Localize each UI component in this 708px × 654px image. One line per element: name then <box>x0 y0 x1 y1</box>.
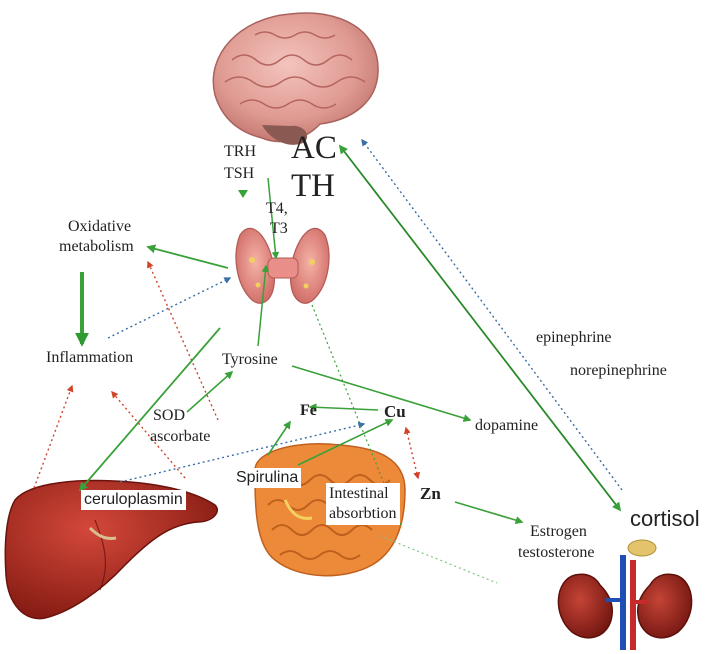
arrow-head-trh <box>238 190 248 198</box>
arrow-cu-zn <box>403 426 421 480</box>
label-acth-line2: TH <box>291 168 335 204</box>
label-spirulina: Spirulina <box>233 468 302 488</box>
label-norepinephrine: norepinephrine <box>570 362 667 379</box>
label-fe: Fe <box>300 402 317 419</box>
label-ceruloplasmin: ceruloplasmin <box>81 490 186 510</box>
label-tsh: TSH <box>224 165 255 182</box>
label-ascorbate: ascorbate <box>150 428 211 445</box>
label-inflammation: Inflammation <box>46 349 134 366</box>
arrow-inflammation-to-thyroid <box>107 277 232 339</box>
arrow-zn-to-estrogen <box>454 501 524 525</box>
arrow-liver-to-inflammation <box>33 384 74 489</box>
label-t3: T3 <box>270 220 288 237</box>
arrow-tsh-to-thyroid <box>267 177 280 260</box>
arrow-ceruloplasmin-to-cu <box>119 421 366 483</box>
label-tyrosine: Tyrosine <box>222 351 278 368</box>
label-intestinal-line1: Intestinal <box>329 485 389 502</box>
label-trh: TRH <box>224 143 256 160</box>
arrow-thyroid-to-oxidative <box>146 244 229 269</box>
arrow-to-oxidative-red <box>147 260 219 421</box>
label-sod: SOD <box>153 407 186 424</box>
label-epinephrine: epinephrine <box>536 329 612 346</box>
label-intestinal-absorption: Intestinal absorbtion <box>326 483 400 525</box>
label-acth-line1: AC <box>291 130 337 166</box>
label-intestinal-line2: absorbtion <box>329 505 397 522</box>
label-oxidative-line2: metabolism <box>59 238 134 255</box>
label-zn: Zn <box>420 484 441 503</box>
label-cortisol: cortisol <box>630 506 700 531</box>
arrow-spirulina-to-fe <box>267 420 291 456</box>
arrow-cu-to-fe <box>308 403 379 412</box>
brain-icon <box>212 12 379 145</box>
label-dopamine: dopamine <box>475 417 539 434</box>
arrow-sod-to-tyrosine <box>186 370 234 413</box>
label-t4: T4, <box>266 200 288 217</box>
label-cu: Cu <box>384 402 406 421</box>
line-intestine-to-adrenal <box>379 535 498 584</box>
arrow-thyroid-to-ceruloplasmin <box>78 327 221 492</box>
thyroid-icon <box>235 227 330 304</box>
label-oxidative-line1: Oxidative <box>68 218 132 235</box>
liver-icon <box>4 479 219 620</box>
arrow-cortisol-to-brain <box>361 138 623 491</box>
arrow-acth-cortisol <box>338 144 622 512</box>
kidney-icon <box>557 539 693 650</box>
arrow-spirulina-to-cu <box>297 419 394 466</box>
arrow-tyrosine-to-dopamine <box>291 365 472 422</box>
label-estrogen: Estrogen <box>530 523 587 540</box>
arrow-to-inflammation-red <box>111 390 186 479</box>
arrow-tyrosine-to-thyroid <box>257 264 270 347</box>
label-testosterone: testosterone <box>518 544 595 561</box>
